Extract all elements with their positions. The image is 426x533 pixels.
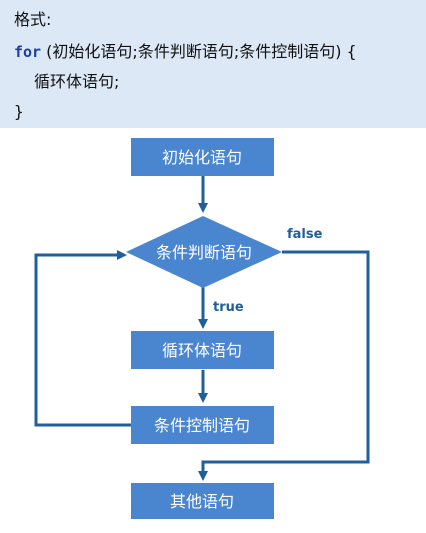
flowchart-background — [18, 130, 382, 530]
node-body-label: 循环体语句 — [162, 341, 242, 360]
label-true: true — [213, 300, 244, 315]
edge-condition-false — [198, 250, 370, 481]
loop-body-line: 循环体语句; — [34, 72, 120, 91]
edge-control-back-to-condition — [34, 250, 131, 427]
closing-brace: } — [14, 102, 24, 121]
node-init-label: 初始化语句 — [162, 148, 242, 167]
for-header-line: for (初始化语句;条件判断语句;条件控制语句) { — [14, 38, 357, 62]
for-header-text: (初始化语句;条件判断语句;条件控制语句) { — [41, 42, 357, 61]
node-control-label: 条件控制语句 — [154, 416, 250, 435]
node-other — [131, 483, 274, 519]
node-condition — [126, 216, 282, 288]
format-heading: 格式: — [14, 10, 52, 29]
node-init — [131, 138, 274, 176]
code-format-panel: 格式: for (初始化语句;条件判断语句;条件控制语句) { 循环体语句; } — [0, 0, 426, 128]
label-false: false — [287, 227, 323, 242]
node-control — [131, 406, 274, 444]
node-condition-label: 条件判断语句 — [156, 243, 252, 262]
for-keyword: for — [14, 43, 42, 61]
node-other-label: 其他语句 — [170, 492, 234, 511]
node-body — [131, 331, 274, 369]
